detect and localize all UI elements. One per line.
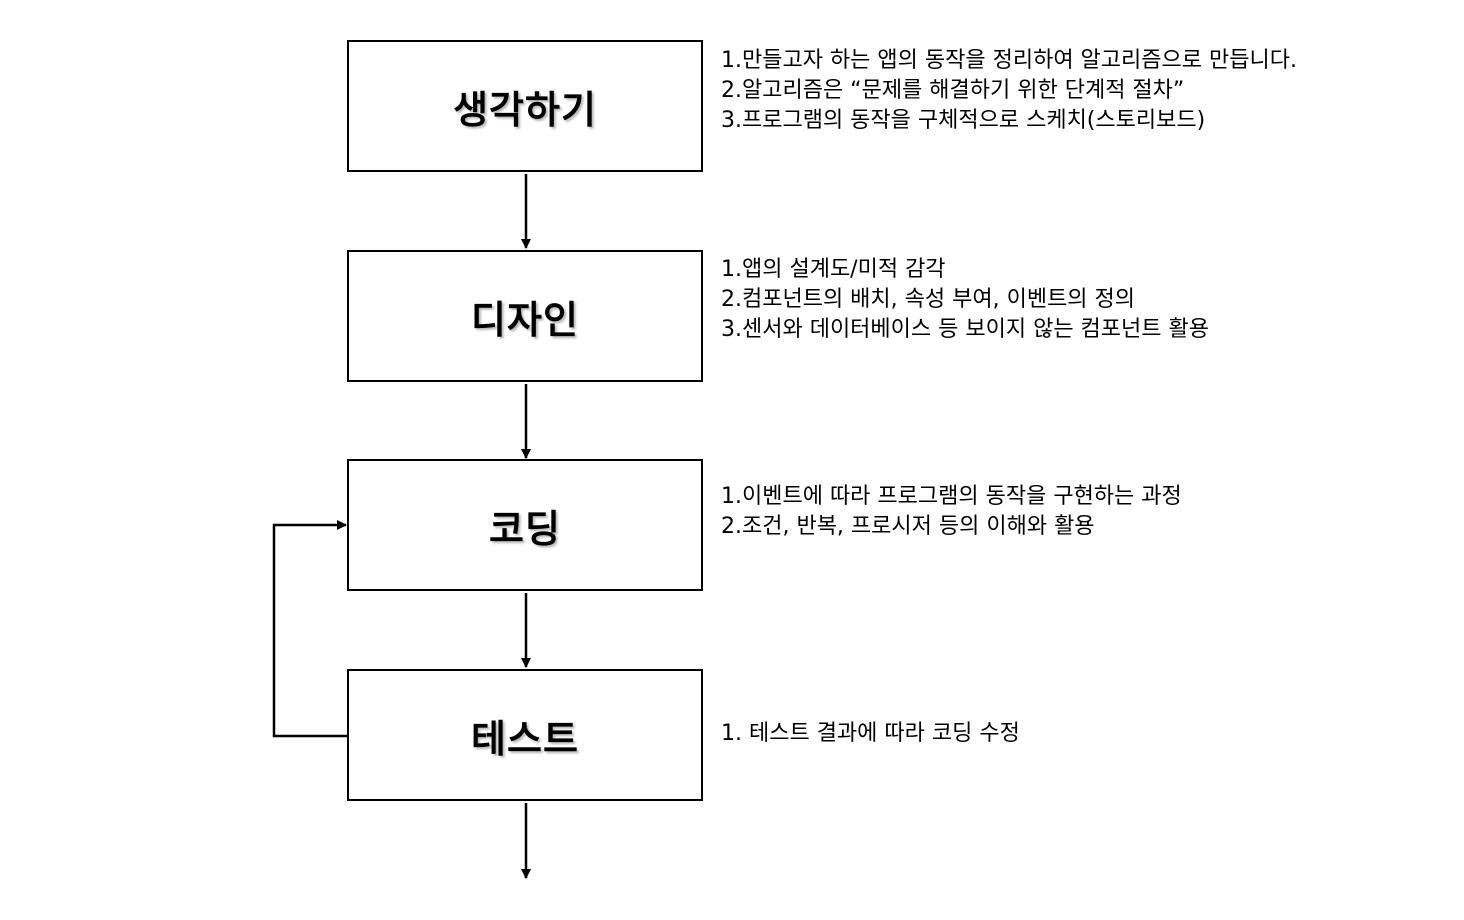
step-box-test: 테스트 (347, 669, 703, 801)
loop-back-arrow-test-to-coding (272, 520, 350, 738)
desc-item: 1. 테스트 결과에 따라 코딩 수정 (721, 721, 1020, 746)
step-title-design: 디자인 (471, 297, 579, 342)
desc-item: 1.이벤트에 따라 프로그램의 동작을 구현하는 과정 (721, 484, 1182, 509)
desc-item: 2.컴포넌트의 배치, 속성 부여, 이벤트의 정의 (721, 287, 1136, 312)
desc-item: 1.만들고자 하는 앱의 동작을 정리하여 알고리즘으로 만듭니다. (721, 48, 1297, 73)
step-box-thinking: 생각하기 (347, 40, 703, 172)
desc-item: 1.앱의 설계도/미적 감각 (721, 257, 946, 282)
desc-item: 2.조건, 반복, 프로시저 등의 이해와 활용 (721, 514, 1095, 539)
step-box-coding: 코딩 (347, 459, 703, 591)
step-desc-coding: 1.이벤트에 따라 프로그램의 동작을 구현하는 과정 2.조건, 반복, 프로… (721, 482, 1441, 542)
step-title-test: 테스트 (471, 716, 579, 761)
desc-item: 2.알고리즘은 “문제를 해결하기 위한 단계적 절차” (721, 78, 1185, 103)
step-desc-thinking: 1.만들고자 하는 앱의 동작을 정리하여 알고리즘으로 만듭니다. 2.알고리… (721, 46, 1441, 136)
desc-item: 3.프로그램의 동작을 구체적으로 스케치(스토리보드) (721, 108, 1206, 133)
step-title-coding: 코딩 (489, 506, 561, 551)
step-title-thinking: 생각하기 (453, 87, 597, 132)
step-box-design: 디자인 (347, 250, 703, 382)
step-desc-design: 1.앱의 설계도/미적 감각 2.컴포넌트의 배치, 속성 부여, 이벤트의 정… (721, 255, 1441, 345)
step-desc-test: 1. 테스트 결과에 따라 코딩 수정 (721, 719, 1441, 749)
desc-item: 3.센서와 데이터베이스 등 보이지 않는 컴포넌트 활용 (721, 317, 1209, 342)
